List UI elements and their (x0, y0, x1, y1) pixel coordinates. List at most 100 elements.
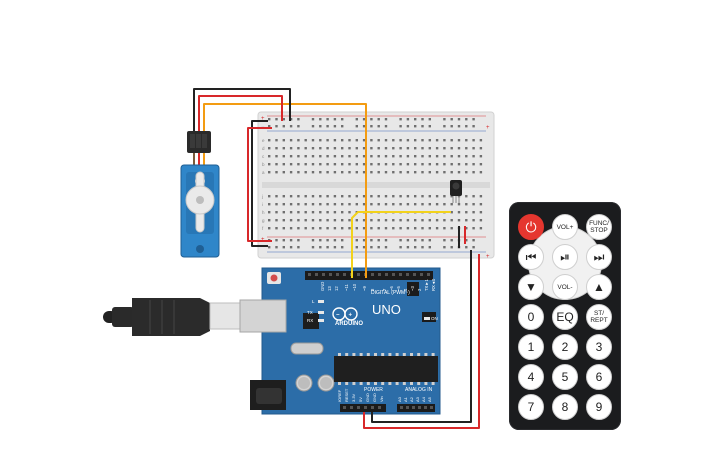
header-pin[interactable] (357, 273, 360, 276)
breadboard-hole[interactable] (377, 219, 380, 222)
breadboard-hole[interactable] (443, 171, 446, 174)
breadboard-hole[interactable] (377, 155, 380, 158)
breadboard-hole[interactable] (333, 195, 337, 198)
breadboard-hole[interactable] (348, 195, 351, 198)
breadboard-hole[interactable] (399, 227, 402, 230)
breadboard-hole[interactable] (435, 195, 439, 198)
header-pin[interactable] (392, 273, 395, 276)
breadboard-hole[interactable] (304, 163, 307, 166)
breadboard-hole[interactable] (443, 139, 446, 142)
digit-1-button[interactable]: 1 (518, 334, 544, 360)
breadboard-hole[interactable] (326, 147, 329, 150)
breadboard-hole[interactable] (355, 163, 358, 166)
rail-hole[interactable] (443, 246, 446, 249)
rail-hole[interactable] (450, 118, 453, 121)
header-pin[interactable] (343, 406, 346, 409)
breadboard-hole[interactable] (268, 155, 271, 158)
breadboard-hole[interactable] (311, 203, 315, 206)
breadboard-hole[interactable] (341, 203, 344, 206)
breadboard-hole[interactable] (355, 139, 358, 142)
rail-hole[interactable] (355, 118, 358, 121)
header-pin[interactable] (406, 273, 409, 276)
breadboard-hole[interactable] (465, 171, 468, 174)
breadboard-hole[interactable] (348, 163, 351, 166)
breadboard-hole[interactable] (392, 195, 395, 198)
digit-4-button[interactable]: 4 (518, 364, 544, 390)
rail-hole[interactable] (289, 246, 293, 249)
up-button[interactable]: ▲ (586, 274, 612, 300)
breadboard-hole[interactable] (268, 171, 271, 174)
breadboard-hole[interactable] (275, 171, 278, 174)
breadboard-hole[interactable] (406, 219, 410, 222)
breadboard-hole[interactable] (319, 195, 322, 198)
breadboard-hole[interactable] (406, 171, 410, 174)
breadboard-hole[interactable] (435, 147, 439, 150)
breadboard-hole[interactable] (465, 147, 468, 150)
rail-hole[interactable] (297, 118, 300, 121)
breadboard-hole[interactable] (406, 163, 410, 166)
rail-hole[interactable] (362, 125, 366, 128)
rail-hole[interactable] (275, 125, 278, 128)
rail-hole[interactable] (370, 118, 373, 121)
breadboard-hole[interactable] (289, 203, 293, 206)
breadboard-hole[interactable] (450, 203, 453, 206)
breadboard-hole[interactable] (472, 139, 475, 142)
breadboard-hole[interactable] (472, 219, 475, 222)
breadboard-hole[interactable] (282, 227, 285, 230)
breadboard-hole[interactable] (319, 203, 322, 206)
digit-3-button[interactable]: 3 (586, 334, 612, 360)
breadboard-hole[interactable] (457, 171, 461, 174)
breadboard-hole[interactable] (479, 147, 483, 150)
header-pin[interactable] (400, 406, 403, 409)
breadboard-hole[interactable] (289, 227, 293, 230)
rail-hole[interactable] (443, 118, 446, 121)
breadboard-hole[interactable] (377, 163, 380, 166)
breadboard-hole[interactable] (297, 171, 300, 174)
header-pin[interactable] (322, 273, 325, 276)
breadboard-hole[interactable] (450, 163, 453, 166)
breadboard-hole[interactable] (282, 203, 285, 206)
wire-servo-ground[interactable] (193, 88, 291, 131)
breadboard-hole[interactable] (399, 163, 402, 166)
breadboard-hole[interactable] (268, 195, 271, 198)
breadboard-hole[interactable] (479, 227, 483, 230)
breadboard-hole[interactable] (443, 195, 446, 198)
breadboard-hole[interactable] (384, 227, 388, 230)
breadboard-hole[interactable] (326, 219, 329, 222)
breadboard-hole[interactable] (311, 195, 315, 198)
breadboard-hole[interactable] (370, 219, 373, 222)
breadboard-hole[interactable] (355, 171, 358, 174)
breadboard-hole[interactable] (282, 163, 285, 166)
rail-hole[interactable] (311, 246, 315, 249)
breadboard-hole[interactable] (333, 211, 337, 214)
rail-hole[interactable] (377, 239, 380, 242)
breadboard-hole[interactable] (319, 139, 322, 142)
rail-hole[interactable] (355, 239, 358, 242)
breadboard-hole[interactable] (421, 147, 424, 150)
rail-hole[interactable] (406, 125, 410, 128)
breadboard-hole[interactable] (348, 147, 351, 150)
rail-hole[interactable] (450, 239, 453, 242)
header-pin[interactable] (378, 273, 381, 276)
breadboard-hole[interactable] (326, 171, 329, 174)
rail-hole[interactable] (414, 118, 417, 121)
breadboard-hole[interactable] (399, 219, 402, 222)
rail-hole[interactable] (362, 246, 366, 249)
breadboard-hole[interactable] (297, 227, 300, 230)
breadboard-hole[interactable] (282, 155, 285, 158)
rail-hole[interactable] (384, 239, 388, 242)
header-pin[interactable] (427, 273, 430, 276)
breadboard-hole[interactable] (297, 211, 300, 214)
rail-hole[interactable] (268, 118, 271, 121)
breadboard-hole[interactable] (362, 147, 366, 150)
header-pin[interactable] (424, 406, 427, 409)
breadboard-hole[interactable] (428, 171, 431, 174)
breadboard-hole[interactable] (414, 139, 417, 142)
header-pin[interactable] (336, 273, 339, 276)
vol-down-button[interactable]: VOL- (552, 274, 578, 300)
breadboard-hole[interactable] (341, 227, 344, 230)
breadboard-hole[interactable] (341, 171, 344, 174)
breadboard-hole[interactable] (311, 171, 315, 174)
digit-2-button[interactable]: 2 (552, 334, 578, 360)
rail-hole[interactable] (311, 239, 315, 242)
